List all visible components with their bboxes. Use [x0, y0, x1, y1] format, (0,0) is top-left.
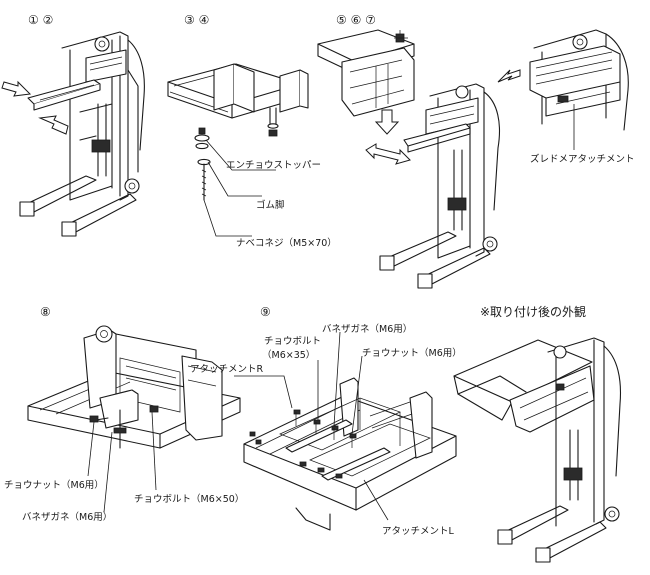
label-pan-head-screw: ナベコネジ（M5×70）	[236, 237, 337, 249]
label-wing-nut-top: チョウナット（M6用）	[362, 347, 462, 359]
step-label-8: ⑧	[40, 305, 51, 319]
label-wing-bolt-m6x35-size: （M6×35）	[262, 349, 315, 361]
label-rubber-foot: ゴム脚	[256, 199, 285, 211]
sled-insert-arrow-icon	[497, 69, 521, 83]
step-label-9: ⑨	[260, 305, 271, 319]
panel-step-1-2: ① ②	[1, 13, 145, 237]
label-attachment-l: アタッチメントL	[382, 526, 455, 537]
insert-arrow-upper-icon	[1, 80, 32, 97]
step-label-3-4: ③ ④	[184, 13, 209, 27]
panel-step-5-7: ⑤ ⑥ ⑦	[317, 13, 501, 289]
label-extension-stopper: エンチョウストッパー	[226, 160, 321, 171]
label-wing-bolt-m6x35-name: チョウボルト	[264, 336, 321, 347]
label-spring-washer-top: バネザガネ（M6用）	[322, 323, 412, 335]
panel-sled-attachment: ズレドメアタッチメント	[497, 29, 635, 165]
double-arrow-icon	[365, 143, 411, 165]
panel-after-installation: ※取り付け後の外観	[453, 305, 621, 563]
label-attachment-r: アタッチメントR	[190, 364, 264, 375]
panel-step-3-4: ③ ④ エンチョウストッパー ゴム脚 ナベコネジ（M5×70）	[167, 13, 337, 249]
panel-step-8: ⑧ チョウナット（M6用） バネザガネ（M6用） チョウボルト（M6×50）	[4, 305, 244, 523]
down-arrow-icon	[374, 109, 400, 135]
panel-step-9: ⑨ アタッチメントR チョウボルト	[190, 305, 462, 537]
step-label-5-7: ⑤ ⑥ ⑦	[336, 13, 376, 27]
label-spring-washer-left: バネザガネ（M6用）	[22, 511, 112, 523]
insert-arrow-lower-icon	[38, 115, 69, 135]
step-label-1-2: ① ②	[28, 13, 53, 27]
after-installation-title: ※取り付け後の外観	[480, 305, 586, 319]
label-wing-nut-left: チョウナット（M6用）	[4, 479, 104, 491]
label-wing-bolt-m6x50: チョウボルト（M6×50）	[134, 493, 244, 505]
label-sled-stop-attachment: ズレドメアタッチメント	[530, 153, 635, 165]
